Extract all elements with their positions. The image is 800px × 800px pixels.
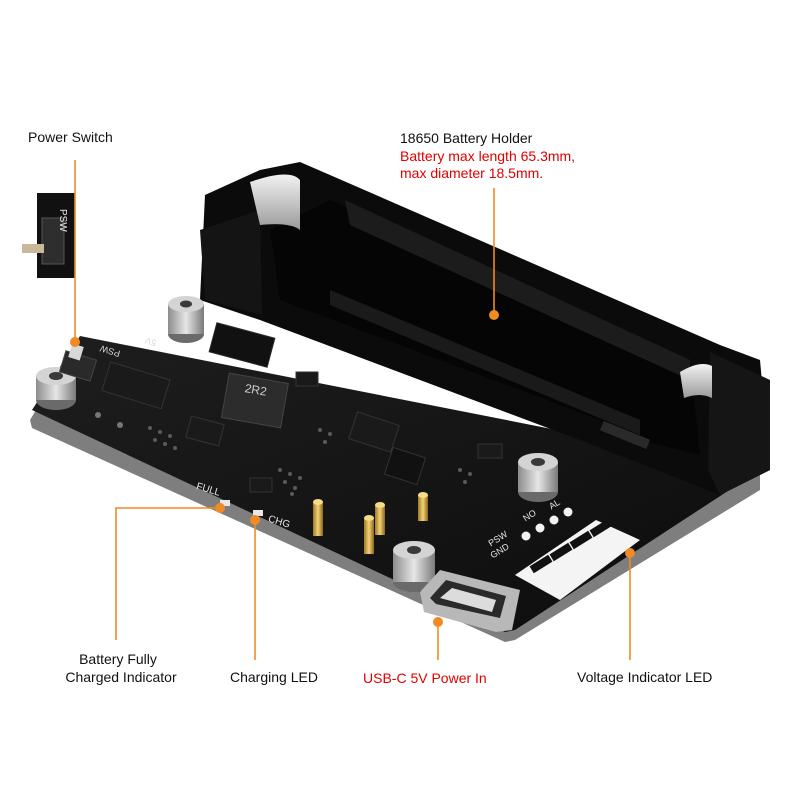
pogo-pin-1 [313, 499, 323, 536]
chip-small-4 [208, 322, 276, 368]
chip-small-2 [348, 411, 400, 453]
usb-c-label: USB-C 5V Power In [363, 670, 487, 686]
callout-dots [70, 310, 635, 627]
silk-header-al: AL [547, 497, 562, 511]
full-led [220, 500, 230, 506]
usb-c-port [420, 570, 520, 632]
chg-led [253, 510, 263, 516]
chip-inductor [220, 372, 289, 429]
spring-contact-top [250, 174, 300, 230]
pogo-pin-3 [375, 502, 385, 535]
standoff-right [518, 453, 558, 502]
battery-holder-spec-2: max diameter 18.5mm. [400, 165, 544, 181]
pogo-pin-2 [364, 515, 374, 554]
voltage-led-label: Voltage Indicator LED [577, 669, 713, 685]
charging-led-label: Charging LED [230, 669, 318, 685]
chip-small-1 [185, 415, 225, 447]
standoff-top [168, 296, 204, 343]
power-switch-label: Power Switch [28, 129, 113, 145]
inductor-label: 2R2 [244, 381, 268, 399]
chip-small-5 [295, 371, 319, 387]
chip-small-3 [383, 446, 427, 486]
spring-contact-bottom [680, 364, 712, 398]
chip-small-7 [249, 477, 273, 493]
chip-left [101, 361, 171, 410]
inset-psw-label: PSW [57, 209, 68, 232]
power-switch-board [58, 343, 98, 382]
battery-full-label-1: Battery Fully [79, 651, 157, 667]
silk-5v: 5V [144, 335, 157, 348]
pogo-pin-4 [418, 492, 428, 521]
power-switch-inset [22, 193, 75, 278]
standoff-left [36, 367, 76, 410]
header-holes [521, 507, 573, 541]
via-pattern [95, 412, 472, 496]
battery-holder [200, 162, 770, 495]
battery-holder-title: 18650 Battery Holder [400, 130, 533, 146]
chip-small-6 [477, 443, 503, 459]
battery-holder-spec-1: Battery max length 65.3mm, [400, 148, 576, 164]
voltage-led-bar [515, 518, 640, 600]
callout-lines [74, 160, 631, 660]
standoff-front [393, 541, 435, 592]
battery-full-label-2: Charged Indicator [65, 669, 177, 685]
